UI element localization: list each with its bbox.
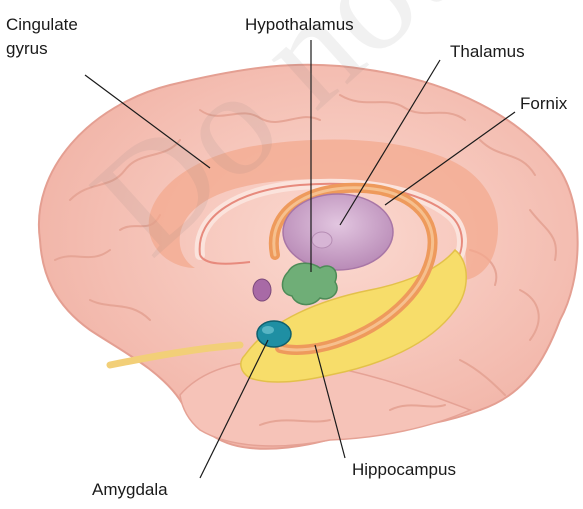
amygdala bbox=[257, 321, 291, 347]
label-thalamus: Thalamus bbox=[450, 40, 525, 64]
label-cingulate-line1: Cingulate bbox=[6, 13, 78, 37]
label-hippocampus: Hippocampus bbox=[352, 458, 456, 482]
label-cingulate-gyrus: Cingulate gyrus bbox=[6, 13, 78, 61]
thalamus bbox=[283, 194, 393, 270]
label-hypothalamus: Hypothalamus bbox=[245, 13, 354, 37]
label-amygdala: Amygdala bbox=[92, 478, 168, 502]
mammillary-body bbox=[253, 279, 271, 301]
label-cingulate-line2: gyrus bbox=[6, 37, 78, 61]
label-fornix: Fornix bbox=[520, 92, 567, 116]
